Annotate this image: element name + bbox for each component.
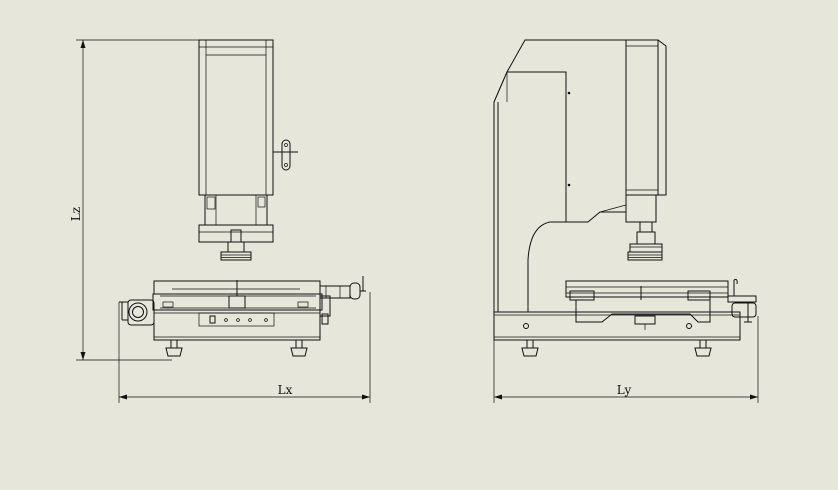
dimension-ly: Ly xyxy=(493,316,759,403)
dimension-lx: Lx xyxy=(118,292,371,403)
front-view: Lz Lx xyxy=(69,39,371,403)
side-view: Ly xyxy=(493,39,759,403)
lx-label: Lx xyxy=(278,383,293,397)
side-base xyxy=(493,311,741,357)
front-stage xyxy=(119,276,366,357)
side-stage xyxy=(565,279,757,330)
front-column xyxy=(198,39,298,261)
side-frame xyxy=(493,39,667,313)
dimension-lz: Lz xyxy=(69,39,200,361)
lz-label: Lz xyxy=(69,207,83,221)
ly-label: Ly xyxy=(617,383,632,397)
